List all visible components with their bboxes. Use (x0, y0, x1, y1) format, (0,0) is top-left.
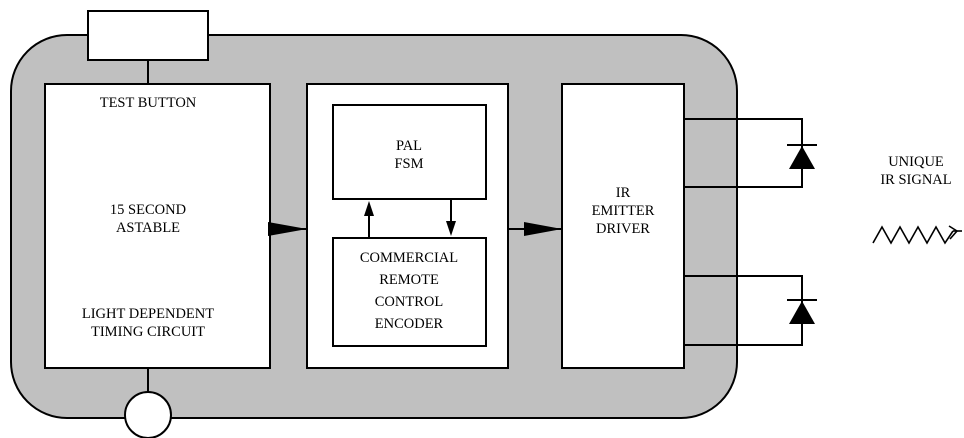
timing-circuit-block (44, 83, 271, 369)
astable-label-line-2: ASTABLE (116, 220, 180, 236)
ir-signal-arrow-head-icon (948, 225, 959, 240)
signal-label-line-2: IR SIGNAL (880, 172, 951, 188)
signal-label-line-1: UNIQUE (888, 154, 944, 170)
ir-signal-wave-icon (872, 225, 954, 245)
astable-label-line-1: 15 SECOND (110, 202, 186, 218)
encoder-label-line-2: REMOTE (379, 272, 439, 288)
fsm-label: FSM (394, 156, 423, 172)
pal-label: PAL (396, 138, 422, 154)
light-sensor-icon (124, 391, 172, 438)
ir-driver-label-line-2: EMITTER (592, 203, 655, 219)
remote-encoder-block (332, 237, 487, 347)
arrow-head-encoder-to-pal (364, 201, 374, 216)
timing-circuit-label-line-1: LIGHT DEPENDENT (82, 306, 214, 322)
test-button-icon[interactable] (87, 10, 209, 61)
ir-driver-label-line-3: DRIVER (596, 221, 650, 237)
arrow-head-timing-to-controller (268, 222, 307, 236)
upper-led-diode-icon (789, 146, 815, 169)
encoder-label-line-1: COMMERCIAL (360, 250, 458, 266)
arrow-head-pal-to-encoder (446, 221, 456, 236)
lower-led-diode-icon (789, 301, 815, 324)
pal-fsm-block (332, 104, 487, 200)
timing-circuit-label-line-2: TIMING CIRCUIT (91, 324, 205, 340)
test-button-label: TEST BUTTON (100, 95, 197, 111)
ir-emitter-driver-block (561, 83, 685, 369)
encoder-label-line-4: ENCODER (375, 316, 444, 332)
ir-driver-label-line-1: IR (616, 185, 631, 201)
arrow-head-controller-to-driver (524, 222, 562, 236)
encoder-label-line-3: CONTROL (375, 294, 443, 310)
